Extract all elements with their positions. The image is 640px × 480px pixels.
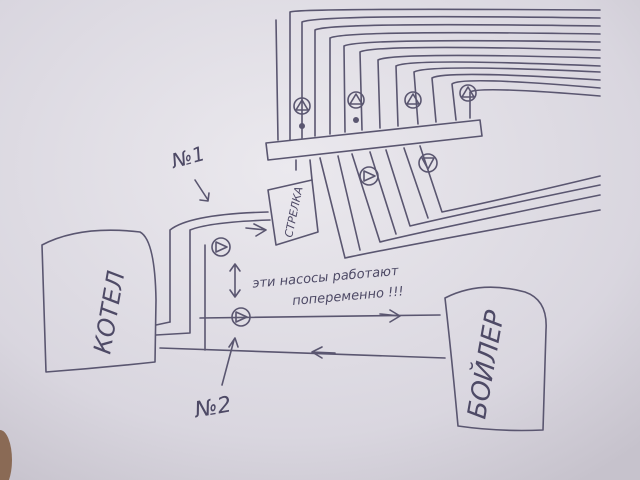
pump-1-pointer [194,179,210,202]
alternating-arrow-icon [229,263,241,298]
circuit-pump [404,91,422,109]
circuit-pump [347,91,365,123]
pump-2-pointer [221,337,239,386]
pipes [155,211,446,359]
pump-1 [211,237,231,257]
circuit-pumps [293,84,477,186]
pump-2 [231,307,251,327]
circuit-pump [418,153,438,173]
circuit-pump [459,84,477,102]
circuit-pump [359,166,379,186]
circuit-pump [293,97,311,129]
manifold [265,8,601,259]
finger-shadow [0,430,12,480]
